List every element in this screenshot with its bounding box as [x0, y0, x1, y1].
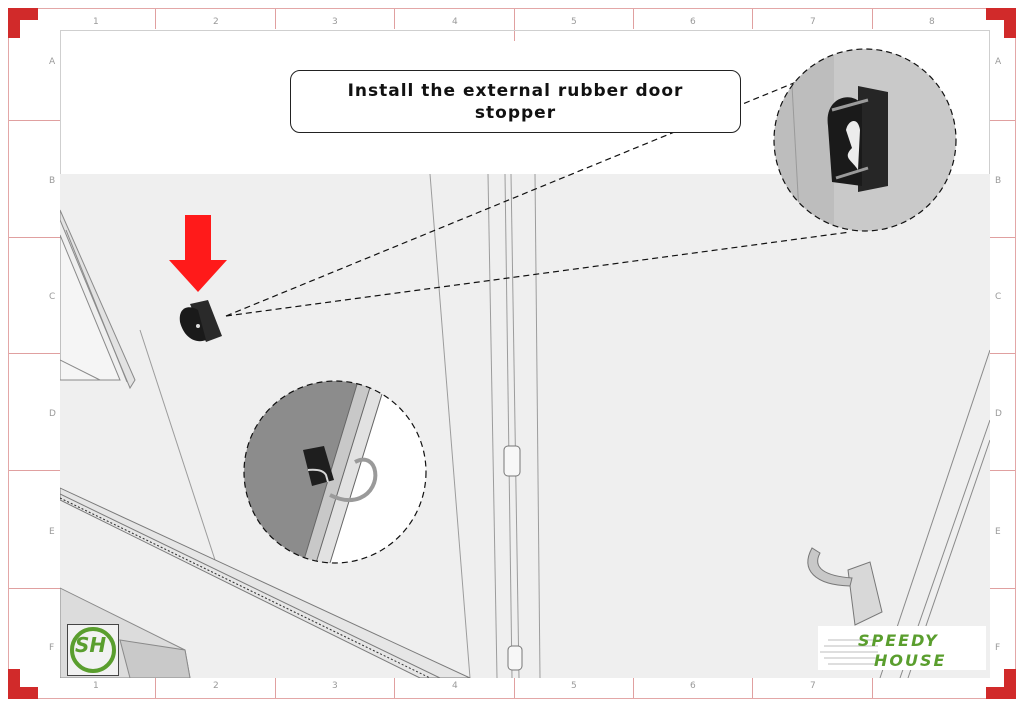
row-label-left-e: E	[49, 527, 55, 537]
frame-bottom	[8, 698, 1016, 699]
logo-word-speedy: SPEEDY	[858, 631, 939, 650]
sh-logo-badge: SH	[67, 624, 119, 676]
column-label-bottom-1: 1	[93, 681, 99, 691]
column-label-bottom-6: 6	[690, 681, 696, 691]
row-divider-right	[990, 588, 1015, 589]
column-label-top-2: 2	[213, 17, 219, 27]
row-divider-left	[9, 237, 60, 238]
column-divider-bottom	[394, 678, 395, 698]
speedy-house-logo-icon: SPEEDY HOUSE	[818, 626, 986, 670]
column-divider-bottom	[752, 678, 753, 698]
wall-panel	[60, 174, 990, 678]
row-divider-right	[990, 237, 1015, 238]
column-divider-bottom	[872, 678, 873, 698]
frame-right	[1015, 8, 1016, 699]
row-label-right-e: E	[995, 527, 1001, 537]
column-divider-bottom	[155, 678, 156, 698]
column-divider-bottom	[633, 678, 634, 698]
row-label-right-a: A	[995, 57, 1002, 67]
column-label-top-4: 4	[452, 17, 458, 27]
column-label-top-6: 6	[690, 17, 696, 27]
logo-word-house: HOUSE	[874, 651, 946, 670]
column-divider-bottom	[275, 678, 276, 698]
row-divider-left	[9, 470, 60, 471]
row-label-left-a: A	[49, 57, 56, 67]
rubber-stopper-small	[179, 300, 222, 342]
column-divider-top	[514, 9, 515, 41]
column-label-top-5: 5	[571, 17, 577, 27]
row-divider-right	[990, 470, 1015, 471]
column-divider-top	[752, 9, 753, 29]
corner-mark-top-right	[986, 8, 1016, 38]
column-divider-top	[275, 9, 276, 29]
column-divider-bottom	[514, 667, 515, 698]
row-divider-left	[9, 353, 60, 354]
speedy-house-logo: SPEEDY HOUSE	[818, 626, 986, 670]
frame-top	[8, 8, 1016, 9]
hinge-upper	[503, 445, 521, 477]
instruction-callout: Install the external rubber door stopper	[290, 70, 741, 133]
column-label-bottom-2: 2	[213, 681, 219, 691]
hinge-lower	[507, 645, 523, 671]
corner-mark-top-left	[8, 8, 38, 38]
left-window-frame	[60, 209, 136, 390]
column-divider-top	[633, 9, 634, 29]
column-label-bottom-3: 3	[332, 681, 338, 691]
column-divider-top	[872, 9, 873, 29]
zoom-circle-door-edge	[243, 380, 427, 564]
row-label-right-d: D	[995, 409, 1002, 419]
column-label-top-3: 3	[332, 17, 338, 27]
row-divider-right	[990, 120, 1015, 121]
row-label-left-b: B	[49, 176, 56, 186]
row-label-left-c: C	[49, 292, 56, 302]
corner-mark-bottom-right	[986, 669, 1016, 699]
sh-logo-letters: SH	[75, 633, 106, 657]
instruction-text: Install the external rubber door stopper	[347, 80, 684, 123]
row-label-right-f: F	[995, 643, 1001, 653]
column-label-bottom-4: 4	[452, 681, 458, 691]
row-label-left-f: F	[49, 643, 55, 653]
row-divider-right	[990, 353, 1015, 354]
sh-logo-icon: SH	[67, 624, 119, 676]
door-handle	[807, 547, 883, 626]
zoom-circle-stopper	[773, 48, 957, 232]
column-label-bottom-7: 7	[810, 681, 816, 691]
column-label-top-8: 8	[929, 17, 935, 27]
column-divider-top	[394, 9, 395, 29]
column-divider-top	[155, 9, 156, 29]
wall-edges	[139, 173, 541, 678]
pointer-arrow	[169, 215, 227, 292]
row-divider-left	[9, 120, 60, 121]
column-label-top-1: 1	[93, 17, 99, 27]
column-label-top-7: 7	[810, 17, 816, 27]
column-label-bottom-5: 5	[571, 681, 577, 691]
row-label-left-d: D	[49, 409, 56, 419]
row-divider-left	[9, 588, 60, 589]
frame-left	[8, 8, 9, 699]
bottom-rail	[60, 487, 471, 678]
row-label-right-b: B	[995, 176, 1002, 186]
corner-mark-bottom-left	[8, 669, 38, 699]
row-label-right-c: C	[995, 292, 1002, 302]
